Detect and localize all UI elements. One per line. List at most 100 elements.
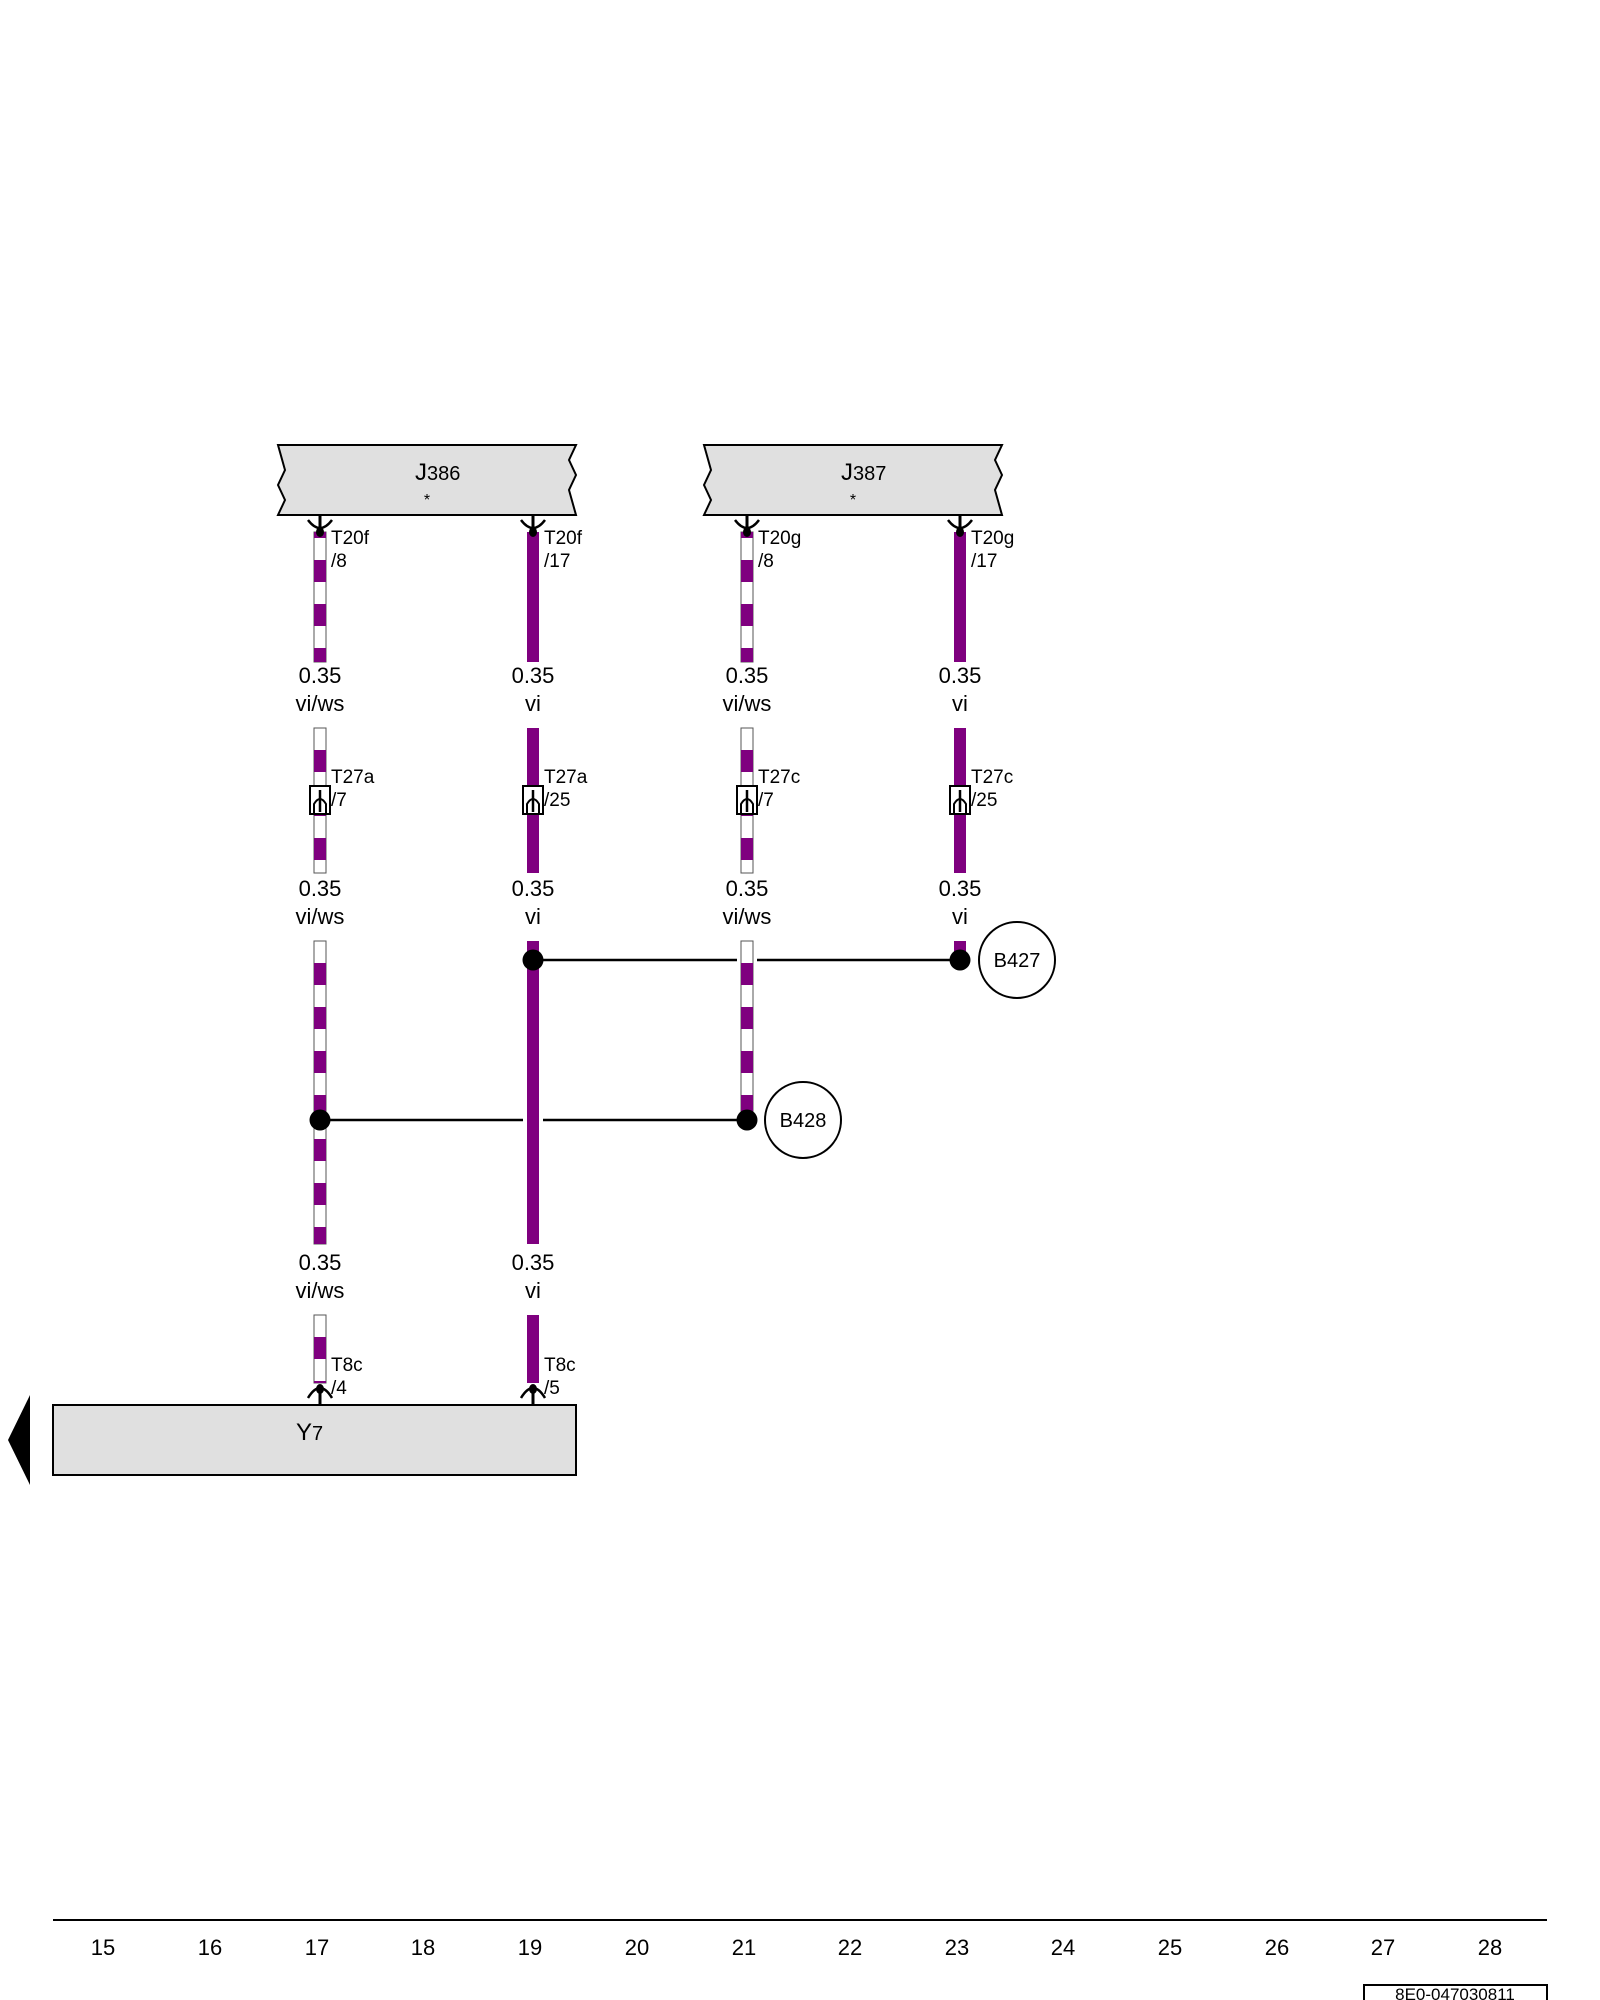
terminal-icon: [519, 1384, 547, 1405]
j386-number: 386: [427, 463, 460, 485]
svg-text:/25: /25: [544, 790, 570, 811]
pin-label-t20f-17: T20f /17: [544, 528, 583, 572]
inline-connector-icon: [949, 785, 971, 815]
column-number: 17: [305, 1935, 329, 1960]
splice-dot: [522, 949, 544, 971]
terminal-icon: [306, 1384, 334, 1405]
continuation-arrow-icon[interactable]: [8, 1395, 30, 1485]
column-numbers: 15 16 17 18 19 20 21 22 23 24 25 26 27 2…: [91, 1935, 1502, 1960]
pin-label-t20g-8: T20g /8: [758, 528, 801, 572]
svg-text:0.35: 0.35: [299, 1250, 342, 1275]
svg-text:/17: /17: [544, 551, 570, 572]
inline-connector-icon: [522, 785, 544, 815]
svg-text:T27c: T27c: [971, 767, 1013, 788]
j386-note: *: [424, 492, 430, 509]
column-number: 16: [198, 1935, 222, 1960]
svg-text:T8c: T8c: [331, 1355, 363, 1376]
svg-text:0.35: 0.35: [939, 663, 982, 688]
inline-connector-icon: [736, 785, 758, 815]
svg-text:0.35: 0.35: [299, 876, 342, 901]
pin-label-t27a-7: T27a /7: [331, 767, 375, 811]
svg-text:vi: vi: [525, 691, 541, 716]
svg-text:T20f: T20f: [544, 528, 583, 549]
wire-label: 0.35 vi: [512, 663, 555, 716]
svg-text:T20f: T20f: [331, 528, 370, 549]
svg-text:vi: vi: [525, 1278, 541, 1303]
svg-text:0.35: 0.35: [512, 663, 555, 688]
b427-label: B427: [994, 950, 1041, 972]
column-number: 18: [411, 1935, 435, 1960]
column-number: 19: [518, 1935, 542, 1960]
wire-label: 0.35 vi: [512, 876, 555, 929]
column-number: 25: [1158, 1935, 1182, 1960]
y7-number: 7: [312, 1423, 323, 1445]
column-number: 28: [1478, 1935, 1502, 1960]
svg-text:/4: /4: [331, 1378, 347, 1399]
column-number: 21: [732, 1935, 756, 1960]
svg-text:vi/ws: vi/ws: [296, 904, 345, 929]
wire-segment: [740, 531, 754, 663]
j387-name: J: [841, 459, 853, 486]
terminal-icon: [307, 515, 333, 537]
svg-text:vi/ws: vi/ws: [296, 691, 345, 716]
document-id: 8E0-047030811: [1363, 1984, 1548, 2000]
pin-label-t27c-7: T27c /7: [758, 767, 800, 811]
svg-text:/17: /17: [971, 551, 997, 572]
column-number: 24: [1051, 1935, 1075, 1960]
pin-label-t8c-4: T8c /4: [331, 1355, 363, 1399]
component-j386[interactable]: J 386 *: [276, 444, 578, 516]
svg-text:0.35: 0.35: [726, 663, 769, 688]
terminal-icon: [734, 515, 760, 537]
pin-label-t20g-17: T20g /17: [971, 528, 1014, 572]
component-y7[interactable]: Y 7: [52, 1404, 577, 1476]
wire-label: 0.35 vi/ws: [296, 663, 345, 716]
svg-text:vi/ws: vi/ws: [723, 904, 772, 929]
connection-b427[interactable]: B427: [978, 921, 1056, 999]
y7-name: Y: [296, 1419, 312, 1446]
svg-text:vi: vi: [952, 691, 968, 716]
svg-text:0.35: 0.35: [726, 876, 769, 901]
svg-text:vi: vi: [525, 904, 541, 929]
svg-text:vi/ws: vi/ws: [296, 1278, 345, 1303]
svg-text:T27c: T27c: [758, 767, 800, 788]
column-number: 15: [91, 1935, 115, 1960]
column-number: 26: [1265, 1935, 1289, 1960]
svg-text:T8c: T8c: [544, 1355, 576, 1376]
wire-label: 0.35 vi: [939, 663, 982, 716]
splice-dot: [309, 1109, 331, 1131]
wire-segment: [740, 940, 754, 1121]
svg-text:0.35: 0.35: [299, 663, 342, 688]
svg-text:0.35: 0.35: [512, 876, 555, 901]
wire-label: 0.35 vi/ws: [296, 1250, 345, 1303]
svg-text:T20g: T20g: [971, 528, 1014, 549]
component-j387[interactable]: J 387 *: [702, 444, 1004, 516]
pin-label-t8c-5: T8c /5: [544, 1355, 576, 1399]
terminal-icon: [520, 515, 546, 537]
b428-label: B428: [780, 1110, 827, 1132]
splice-dot: [736, 1109, 758, 1131]
terminal-icon: [947, 515, 973, 537]
j386-name: J: [415, 459, 427, 486]
connection-b428[interactable]: B428: [764, 1081, 842, 1159]
svg-text:0.35: 0.35: [939, 876, 982, 901]
inline-connector-icon: [309, 785, 331, 815]
svg-text:T20g: T20g: [758, 528, 801, 549]
document-id-text: 8E0-047030811: [1395, 1985, 1515, 2000]
wire-segment: [313, 531, 327, 663]
j387-note: *: [850, 492, 856, 509]
pin-label-t27a-25: T27a /25: [544, 767, 588, 811]
svg-text:0.35: 0.35: [512, 1250, 555, 1275]
svg-text:/7: /7: [331, 790, 347, 811]
svg-text:/7: /7: [758, 790, 774, 811]
wire-label: 0.35 vi: [512, 1250, 555, 1303]
column-number: 22: [838, 1935, 862, 1960]
wire-label: 0.35 vi/ws: [296, 876, 345, 929]
wire-label: 0.35 vi/ws: [723, 663, 772, 716]
splice-dot: [949, 949, 971, 971]
pin-label-t27c-25: T27c /25: [971, 767, 1013, 811]
svg-text:T27a: T27a: [544, 767, 588, 788]
wire-label: 0.35 vi: [939, 876, 982, 929]
svg-text:/5: /5: [544, 1378, 560, 1399]
column-number: 27: [1371, 1935, 1395, 1960]
